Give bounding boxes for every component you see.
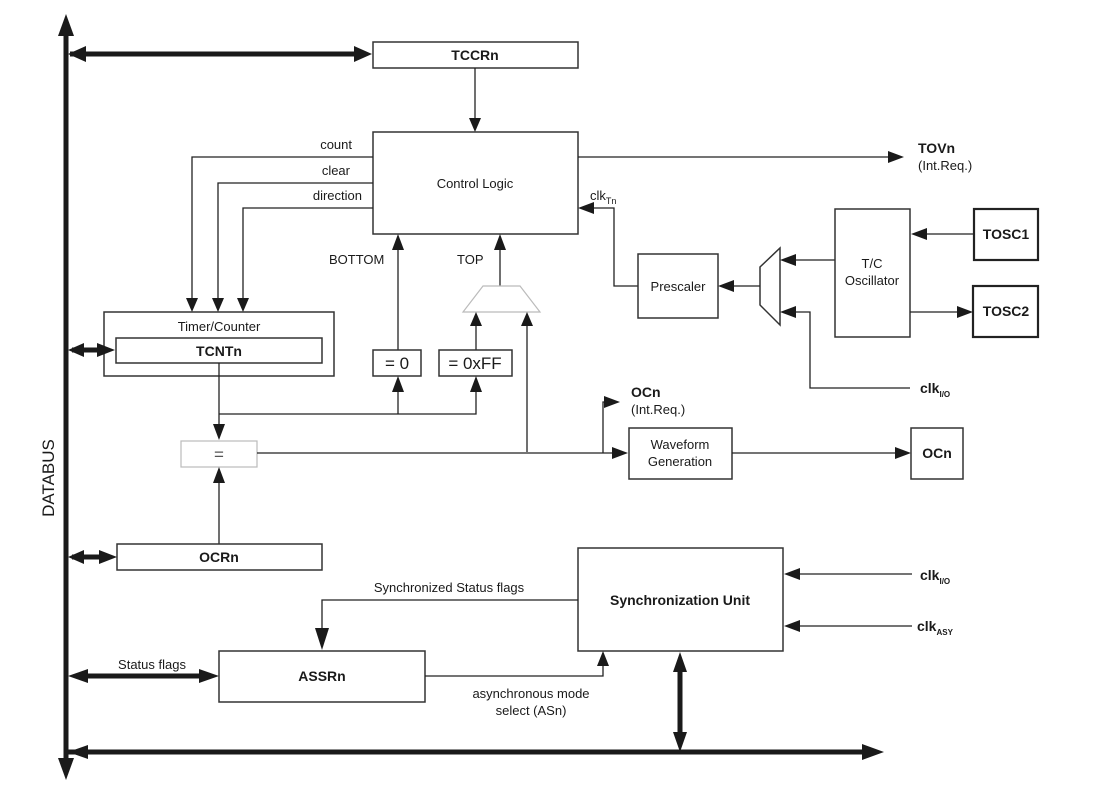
waveform-label-2: Generation [648,454,712,469]
clk-asy-label: clkASY [917,618,954,637]
sync-unit-label: Synchronization Unit [610,592,750,608]
tosc2-label: TOSC2 [983,303,1030,319]
clk-io-2-label: clkI/O [920,567,950,586]
databus-label: DATABUS [39,439,58,517]
control-logic-label: Control Logic [437,176,514,191]
ocr-register [116,543,323,571]
top-label: TOP [457,252,484,267]
top-select-mux [461,285,542,313]
ocn-int-sub-label: (Int.Req.) [631,402,685,417]
tov-label: TOVn [918,140,955,156]
waveform-generation-block [628,427,733,480]
ocn-pin-label: OCn [922,445,952,461]
tccr-label: TCCRn [451,47,498,63]
tosc2-pin [971,284,1040,339]
tcnt-register [115,337,323,364]
tosc1-pin [972,207,1040,262]
tosc1-label: TOSC1 [983,226,1030,242]
tc-oscillator-block [834,208,911,338]
sync-unit-bus-arrow [673,652,687,752]
async-mode-label-1: asynchronous mode [472,686,589,701]
status-flags-bus-arrow [68,669,219,683]
ocr-bus-arrow [68,550,117,564]
synchronization-unit-block [577,547,784,652]
assr-label: ASSRn [298,668,345,684]
ocn-int-label: OCn [631,384,661,400]
clock-source-mux [759,246,781,327]
databus: DATABUS [39,14,884,780]
tc-oscillator-label-1: T/C [862,256,883,271]
ocr-label: OCRn [199,549,239,565]
assr-register [218,650,426,703]
output-compare-comparator [180,440,258,468]
equals-zero-comparator [372,349,422,377]
direction-label: direction [313,188,362,203]
tov-sub-label: (Int.Req.) [918,158,972,173]
sync-status-flags-label: Synchronized Status flags [374,580,525,595]
waveform-label-1: Waveform [651,437,710,452]
timer-counter-label: Timer/Counter [178,319,261,334]
control-logic-block [372,131,579,235]
prescaler-label: Prescaler [651,279,707,294]
tcnt-bus-arrow [68,343,115,357]
clk-io-1-label: clkI/O [920,380,950,399]
tccr-bus [68,46,372,62]
clk-tn-label: clkTn [590,188,616,206]
equals-zero-label: = 0 [385,354,409,373]
equals-max-label: = 0xFF [448,354,501,373]
tcnt-label: TCNTn [196,343,242,359]
async-mode-label-2: select (ASn) [496,703,567,718]
status-flags-label: Status flags [118,657,186,672]
tc-oscillator-label-2: Oscillator [845,273,900,288]
bottom-label: BOTTOM [329,252,384,267]
clear-label: clear [322,163,351,178]
count-label: count [320,137,352,152]
equals-max-comparator [438,349,513,377]
ocn-pin [910,427,964,480]
comparator-label: = [214,445,224,464]
